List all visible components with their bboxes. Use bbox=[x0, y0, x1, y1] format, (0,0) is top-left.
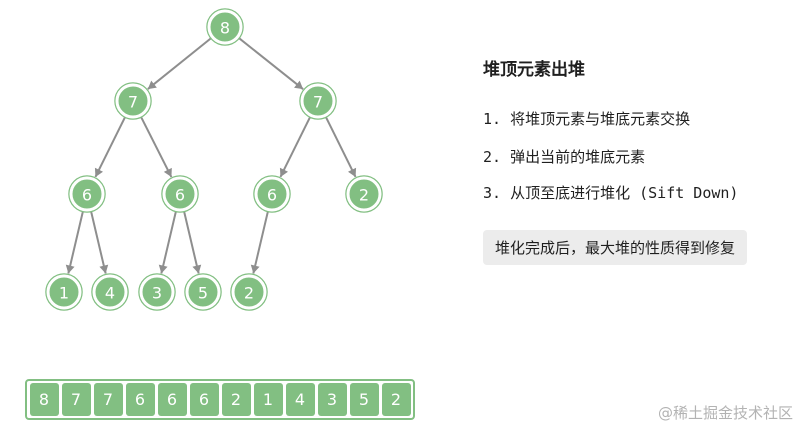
tree-node: 3 bbox=[138, 273, 176, 311]
step-2: 2. 弹出当前的堆底元素 bbox=[483, 148, 646, 166]
edge-arrowhead bbox=[163, 167, 172, 178]
edge-arrowhead bbox=[147, 80, 157, 90]
tree-edge bbox=[147, 37, 212, 90]
array-cell: 6 bbox=[189, 383, 219, 416]
edge-arrowhead bbox=[294, 80, 304, 90]
array-cell: 3 bbox=[317, 383, 347, 416]
tree-node: 6 bbox=[253, 175, 291, 213]
tree-node-label: 6 bbox=[175, 186, 185, 205]
step-3: 3. 从顶至底进行堆化 (Sift Down) bbox=[483, 184, 739, 202]
tree-node: 2 bbox=[345, 175, 383, 213]
edge-arrowhead bbox=[250, 264, 260, 274]
step-1: 1. 将堆顶元素与堆底元素交换 bbox=[483, 110, 691, 128]
array-cell: 7 bbox=[93, 383, 123, 416]
array-cell: 2 bbox=[221, 383, 251, 416]
tree-edge bbox=[279, 116, 311, 178]
tree-node-label: 3 bbox=[152, 284, 162, 303]
tree-node: 1 bbox=[45, 273, 83, 311]
tree-node: 2 bbox=[230, 273, 268, 311]
tree-node: 6 bbox=[68, 175, 106, 213]
tree-node: 8 bbox=[206, 8, 244, 46]
tree-node: 4 bbox=[91, 273, 129, 311]
array-cell: 7 bbox=[61, 383, 91, 416]
array-cell: 2 bbox=[381, 383, 411, 416]
tree-edge bbox=[90, 211, 107, 274]
tree-nodes: 8 7 7 6 6 6 2 1 4 3 5 2 bbox=[45, 8, 383, 311]
tree-node-label: 7 bbox=[128, 93, 138, 112]
tree-node-label: 6 bbox=[267, 186, 277, 205]
tree-edge bbox=[67, 211, 84, 274]
heap-array: 8 7 7 6 6 6 2 1 4 3 5 2 bbox=[25, 379, 415, 420]
tree-edge bbox=[140, 116, 173, 178]
edge-arrowhead bbox=[347, 167, 357, 177]
tree-edge bbox=[238, 37, 304, 90]
array-cell: 6 bbox=[125, 383, 155, 416]
edge-arrowhead bbox=[158, 264, 168, 274]
tree-node-label: 7 bbox=[313, 93, 323, 112]
tree-node-label: 5 bbox=[198, 284, 208, 303]
tree-node-label: 2 bbox=[359, 186, 369, 205]
tree-node-label: 2 bbox=[244, 284, 254, 303]
tree-node-label: 1 bbox=[59, 284, 69, 303]
array-cell: 5 bbox=[349, 383, 379, 416]
edge-arrowhead bbox=[192, 264, 202, 274]
tree-node-label: 8 bbox=[220, 19, 230, 38]
array-cell: 4 bbox=[285, 383, 315, 416]
tree-edge bbox=[160, 211, 177, 274]
tree-edge bbox=[252, 211, 269, 274]
tree-node-label: 6 bbox=[82, 186, 92, 205]
tree-edge bbox=[183, 211, 200, 274]
tree-node: 7 bbox=[299, 82, 337, 120]
tree-node-label: 4 bbox=[105, 284, 115, 303]
array-cell: 8 bbox=[29, 383, 59, 416]
watermark: @稀土掘金技术社区 bbox=[657, 404, 793, 422]
tree-edges bbox=[65, 37, 357, 274]
tree-node: 5 bbox=[184, 273, 222, 311]
array-cell: 1 bbox=[253, 383, 283, 416]
tree-node: 6 bbox=[161, 175, 199, 213]
edge-arrowhead bbox=[65, 264, 75, 274]
edge-arrowhead bbox=[99, 264, 109, 274]
panel-title: 堆顶元素出堆 bbox=[483, 60, 585, 80]
tree-node: 7 bbox=[114, 82, 152, 120]
array-cell: 6 bbox=[157, 383, 187, 416]
edge-arrowhead bbox=[94, 167, 104, 177]
result-note: 堆化完成后，最大堆的性质得到修复 bbox=[483, 230, 748, 265]
edge-arrowhead bbox=[279, 167, 289, 177]
heap-tree: 8 7 7 6 6 6 2 1 4 3 5 2 bbox=[45, 8, 383, 311]
tree-edge bbox=[325, 116, 357, 178]
tree-edge bbox=[94, 116, 126, 178]
